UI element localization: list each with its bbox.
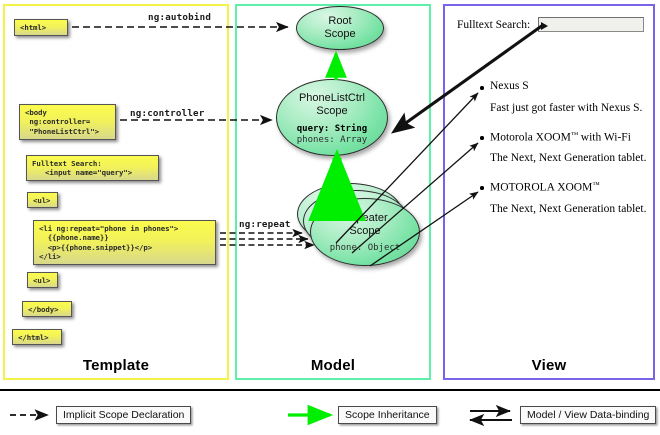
list-item-snippet-2: The Next, Next Generation tablet. xyxy=(490,203,647,215)
scope-root-title-line1: Root xyxy=(328,15,352,27)
scope-phonelistctrl-prop-phones: phones: Array xyxy=(296,135,368,145)
legend-divider xyxy=(0,389,660,391)
code-box-html-close: </html> xyxy=(12,329,62,345)
legend-glyph-model-view-data-binding xyxy=(469,404,512,427)
list-item-name-0: Nexus S xyxy=(490,80,529,92)
code-box-li-repeat: <li ng:repeat="phone in phones"> {{phone… xyxy=(33,220,216,265)
list-item-name-1-suffix: with Wi-Fi xyxy=(577,131,631,144)
search-input[interactable] xyxy=(538,17,644,32)
scope-phonelistctrl-title-line2: Scope xyxy=(316,104,348,117)
code-box-html-open: <html> xyxy=(14,19,68,36)
scope-root: Root Scope xyxy=(296,6,384,50)
scope-repeater-prop-phone: phone: Object xyxy=(329,243,401,253)
column-label-template: Template xyxy=(82,357,150,374)
code-box-ul-close: <ul> xyxy=(27,272,58,288)
edge-label-controller: ng:controller xyxy=(130,108,205,119)
column-label-view: View xyxy=(531,357,567,374)
column-label-model: Model xyxy=(310,357,356,374)
code-box-ul-open: <ul> xyxy=(27,192,58,208)
code-box-body-open: <body ng:controller= "PhoneListCtrl"> xyxy=(19,104,116,140)
code-box-body-close: </body> xyxy=(22,301,72,317)
list-bullet-2 xyxy=(480,186,484,190)
edge-label-repeat: ng:repeat xyxy=(239,219,291,230)
code-box-fulltext-search: Fulltext Search: <input name="query"> xyxy=(26,155,159,181)
scope-phonelistctrl-title-line1: PhoneListCtrl xyxy=(298,92,366,104)
scope-phonelistctrl: PhoneListCtrl Scope query: String phones… xyxy=(276,79,388,156)
scope-root-title-line2: Scope xyxy=(324,27,356,40)
trademark-icon-2: ™ xyxy=(592,180,600,189)
legend-item-scope-inheritance: Scope Inheritance xyxy=(338,406,437,424)
list-item-snippet-1: The Next, Next Generation tablet. xyxy=(490,152,647,164)
list-item-name-2: MOTOROLA XOOM™ xyxy=(490,180,600,194)
list-item-name-1-text: Motorola XOOM xyxy=(490,131,571,144)
list-item-snippet-0: Fast just got faster with Nexus S. xyxy=(490,102,643,114)
legend-item-model-view-data-binding: Model / View Data-binding xyxy=(520,406,657,424)
edge-label-autobind: ng:autobind xyxy=(148,12,212,23)
trademark-icon-1: ™ xyxy=(570,130,578,139)
legend-item-implicit-scope-declaration: Implicit Scope Declaration xyxy=(56,406,192,424)
scope-repeater: Repeater Scope phone: Object xyxy=(310,198,420,266)
view-search-label: Fulltext Search: xyxy=(457,19,531,31)
list-bullet-0 xyxy=(480,86,484,90)
scope-repeater-title-line2: Scope xyxy=(349,224,381,237)
list-bullet-1 xyxy=(480,136,484,140)
list-item-name-1: Motorola XOOM™ with Wi-Fi xyxy=(490,130,631,143)
scope-repeater-title-line1: Repeater xyxy=(342,212,388,224)
list-item-name-2-text: MOTOROLA XOOM xyxy=(490,181,593,194)
scope-phonelistctrl-prop-query: query: String xyxy=(296,124,368,134)
